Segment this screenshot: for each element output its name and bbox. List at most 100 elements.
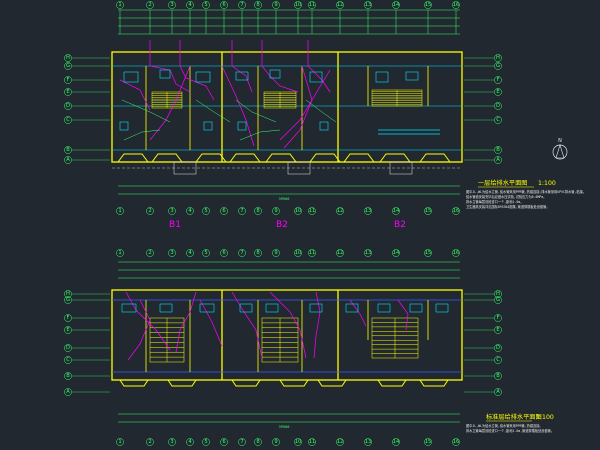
unit-label-b2-a: B2	[276, 220, 288, 230]
axis-label-B: B	[66, 147, 70, 153]
axis-bubble-15	[424, 249, 432, 257]
axis-bubble-2	[146, 207, 154, 215]
axis-label-F: F	[497, 315, 500, 321]
axis-label-2: 2	[148, 2, 151, 8]
axis-label-16: 16	[453, 250, 460, 256]
axis-bubble-9	[272, 438, 280, 446]
axis-bubble-12	[336, 249, 344, 257]
axis-label-E: E	[496, 89, 499, 95]
axis-bubble-1	[116, 249, 124, 257]
axis-label-2: 2	[148, 250, 151, 256]
note-upper-3: 排水立管每层设检查口一个,距地1.0m。	[466, 199, 523, 204]
axis-bubble-11	[308, 207, 316, 215]
axis-bubble-8	[254, 1, 262, 9]
axis-bubble-7	[238, 207, 246, 215]
axis-bubble-3	[168, 207, 176, 215]
axis-bubble-4	[186, 249, 194, 257]
axis-label-C: C	[496, 117, 500, 123]
axis-label-2: 2	[148, 208, 151, 214]
axis-label-12: 12	[337, 439, 344, 445]
axis-bubble-C	[64, 116, 72, 124]
axis-label-4: 4	[188, 2, 192, 8]
axis-bubble-3	[168, 249, 176, 257]
axis-bubble-11	[308, 249, 316, 257]
axis-bubble-10	[294, 438, 302, 446]
axis-label-12: 12	[337, 208, 344, 214]
axis-bubble-14	[392, 438, 400, 446]
axis-label-D: D	[496, 103, 500, 109]
axis-bubble-6	[220, 438, 228, 446]
axis-bubble-8	[254, 249, 262, 257]
axis-bubble-10	[294, 1, 302, 9]
axis-bubble-9	[272, 249, 280, 257]
axis-label-5: 5	[204, 250, 207, 256]
note-upper-2: 给水管道安装完毕后应做水压试验,试验压力为0.6MPa。	[466, 194, 546, 199]
axis-label-4: 4	[188, 439, 192, 445]
axis-bubble-16	[452, 249, 460, 257]
axis-label-3: 3	[170, 439, 173, 445]
axis-bubble-D	[494, 344, 502, 352]
axis-bubble-F	[64, 76, 72, 84]
axis-label-H: H	[66, 55, 70, 61]
axis-bubble-F	[494, 314, 502, 322]
axis-label-6: 6	[222, 2, 225, 8]
axis-bubble-7	[238, 249, 246, 257]
north-arrow-icon: N	[552, 138, 568, 160]
axis-label-11: 11	[309, 2, 316, 8]
axis-bubble-14	[392, 1, 400, 9]
axis-label-11: 11	[309, 250, 316, 256]
axis-bubble-E	[64, 88, 72, 96]
axis-label-10: 10	[295, 439, 302, 445]
axis-label-H: H	[496, 291, 500, 297]
axis-label-5: 5	[204, 439, 207, 445]
axis-label-3: 3	[170, 2, 173, 8]
axis-label-H: H	[66, 291, 70, 297]
axis-label-B: B	[496, 147, 500, 153]
axis-bubble-6	[220, 249, 228, 257]
axis-label-12: 12	[337, 2, 344, 8]
axis-label-11: 11	[309, 439, 316, 445]
axis-bubble-4	[186, 1, 194, 9]
axis-label-7: 7	[240, 208, 243, 214]
axis-label-D: D	[66, 345, 70, 351]
note-upper-1: 图中JL,WL为给水立管,给水管采用PPR管,热熔连接;排水管采用UPVC排水管…	[466, 189, 586, 194]
axis-label-H: H	[496, 55, 500, 61]
axis-bubble-16	[452, 1, 460, 9]
axis-bubble-9	[272, 1, 280, 9]
axis-bubble-2	[146, 1, 154, 9]
axis-label-E: E	[496, 327, 499, 333]
axis-label-16: 16	[453, 208, 460, 214]
axis-label-3: 3	[170, 208, 173, 214]
axis-bubble-1	[116, 1, 124, 9]
axis-label-10: 10	[295, 250, 302, 256]
axis-label-G: G	[496, 63, 500, 69]
axis-label-1: 1	[118, 2, 121, 8]
axis-bubble-8	[254, 438, 262, 446]
axis-label-13: 13	[365, 2, 372, 8]
axis-bubble-C	[64, 356, 72, 364]
axis-label-B: B	[66, 373, 70, 379]
axis-label-10: 10	[295, 208, 302, 214]
axis-label-9: 9	[274, 2, 277, 8]
axis-label-1: 1	[118, 208, 121, 214]
axis-label-16: 16	[453, 2, 460, 8]
axis-label-F: F	[67, 315, 70, 321]
axis-bubble-H	[64, 54, 72, 62]
axis-label-C: C	[496, 357, 500, 363]
axis-bubble-H	[64, 290, 72, 298]
axis-label-8: 8	[256, 2, 259, 8]
axis-label-6: 6	[222, 439, 225, 445]
axis-label-9: 9	[274, 208, 277, 214]
axis-bubble-13	[364, 438, 372, 446]
axis-bubble-6	[220, 207, 228, 215]
axis-bubble-7	[238, 1, 246, 9]
axis-bubble-D	[64, 102, 72, 110]
axis-bubble-E	[64, 326, 72, 334]
plan-title-upper: 一层给排水平面图	[478, 179, 528, 187]
axis-bubble-12	[336, 1, 344, 9]
axis-bubble-4	[186, 438, 194, 446]
axis-label-1: 1	[118, 250, 121, 256]
axis-label-A: A	[66, 389, 70, 395]
axis-label-4: 4	[188, 250, 192, 256]
